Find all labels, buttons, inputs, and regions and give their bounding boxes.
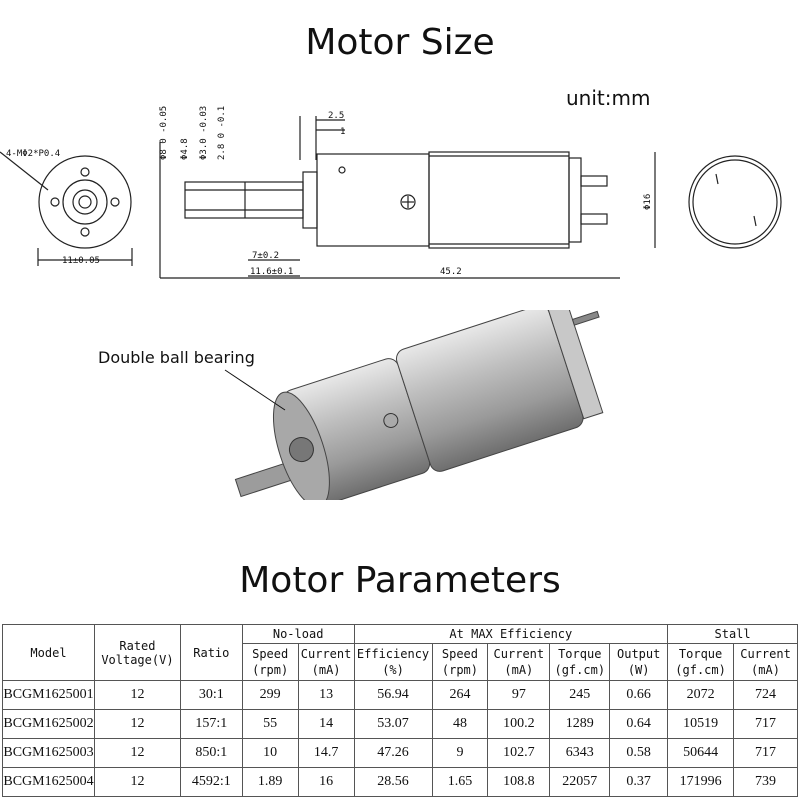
table-cell: 1.65 bbox=[431, 767, 489, 797]
dim-1: 1 bbox=[340, 127, 345, 137]
table-cell: 97 bbox=[487, 680, 551, 710]
table-cell: 12 bbox=[93, 767, 181, 797]
header-rated-voltage: Rated Voltage(V) bbox=[93, 624, 181, 681]
table-cell: 13 bbox=[297, 680, 355, 710]
table-cell: 108.8 bbox=[487, 767, 551, 797]
parameters-table: Model Rated Voltage(V) Ratio No-load At … bbox=[2, 624, 798, 797]
header-no-load: No-load bbox=[241, 624, 355, 644]
header-model: Model bbox=[2, 624, 95, 681]
table-cell: 6343 bbox=[549, 738, 611, 768]
header-max-efficiency: At MAX Efficiency bbox=[353, 624, 669, 644]
table-cell: 0.64 bbox=[609, 709, 669, 739]
table-cell: 55 bbox=[241, 709, 299, 739]
table-cell: 0.58 bbox=[609, 738, 669, 768]
end-view-outer bbox=[38, 155, 132, 249]
bearing-label: Double ball bearing bbox=[98, 348, 255, 367]
table-cell: 30:1 bbox=[179, 680, 243, 710]
dim-7: 7±0.2 bbox=[252, 251, 279, 261]
dia-2-8: 2.8 0 -0.1 bbox=[217, 106, 227, 160]
table-cell: 16 bbox=[297, 767, 355, 797]
dia-4-8: Φ4.8 bbox=[180, 138, 190, 160]
header-stall: Stall bbox=[667, 624, 798, 644]
table-cell: 50644 bbox=[667, 738, 735, 768]
dim-2-5: 2.5 bbox=[328, 111, 344, 121]
table-cell: 171996 bbox=[667, 767, 735, 797]
table-cell: 2072 bbox=[667, 680, 735, 710]
table-cell: 22057 bbox=[549, 767, 611, 797]
table-cell: 47.26 bbox=[353, 738, 433, 768]
table-cell: 12 bbox=[93, 680, 181, 710]
dim-11-6: 11.6±0.1 bbox=[250, 267, 293, 277]
unit-label: unit:mm bbox=[566, 86, 651, 110]
table-cell: 28.56 bbox=[353, 767, 433, 797]
motor-photo bbox=[224, 310, 604, 500]
table-cell: 739 bbox=[733, 767, 798, 797]
dia-8: Φ8 0 -0.05 bbox=[159, 106, 169, 160]
table-cell: BCGM1625001 bbox=[2, 680, 95, 710]
header-me-current: Current(mA) bbox=[487, 643, 551, 681]
table-cell: 56.94 bbox=[353, 680, 433, 710]
table-cell: 850:1 bbox=[179, 738, 243, 768]
table-cell: BCGM1625002 bbox=[2, 709, 95, 739]
table-cell: BCGM1625003 bbox=[2, 738, 95, 768]
motor-size-title: Motor Size bbox=[305, 22, 495, 63]
table-cell: 724 bbox=[733, 680, 798, 710]
table-cell: 14.7 bbox=[297, 738, 355, 768]
header-me-speed: Speed(rpm) bbox=[431, 643, 489, 681]
table-cell: 9 bbox=[431, 738, 489, 768]
dia-3: Φ3.0 -0.03 bbox=[199, 106, 209, 160]
rear-view-outer bbox=[688, 155, 782, 249]
table-cell: 10519 bbox=[667, 709, 735, 739]
table-cell: 12 bbox=[93, 709, 181, 739]
table-cell: 48 bbox=[431, 709, 489, 739]
table-cell: 717 bbox=[733, 709, 798, 739]
table-cell: 0.37 bbox=[609, 767, 669, 797]
header-ratio: Ratio bbox=[179, 624, 243, 681]
table-cell: 100.2 bbox=[487, 709, 551, 739]
end-label: 4-MΦ2*P0.4 bbox=[6, 149, 60, 159]
table-cell: 14 bbox=[297, 709, 355, 739]
table-cell: 157:1 bbox=[179, 709, 243, 739]
table-cell: 245 bbox=[549, 680, 611, 710]
header-nl-current: Current(mA) bbox=[297, 643, 355, 681]
header-st-torque: Torque(gf.cm) bbox=[667, 643, 735, 681]
table-cell: BCGM1625004 bbox=[2, 767, 95, 797]
table-cell: 53.07 bbox=[353, 709, 433, 739]
header-st-current: Current(mA) bbox=[733, 643, 798, 681]
dim-45-2: 45.2 bbox=[440, 267, 462, 277]
table-cell: 1289 bbox=[549, 709, 611, 739]
motor-parameters-title: Motor Parameters bbox=[239, 560, 561, 601]
header-me-output: Output(W) bbox=[609, 643, 669, 681]
table-cell: 264 bbox=[431, 680, 489, 710]
table-cell: 10 bbox=[241, 738, 299, 768]
dia-16: Φ16 bbox=[643, 194, 653, 210]
header-me-torque: Torque(gf.cm) bbox=[549, 643, 611, 681]
table-cell: 0.66 bbox=[609, 680, 669, 710]
table-cell: 717 bbox=[733, 738, 798, 768]
table-cell: 12 bbox=[93, 738, 181, 768]
table-cell: 299 bbox=[241, 680, 299, 710]
header-nl-speed: Speed(rpm) bbox=[241, 643, 299, 681]
table-cell: 1.89 bbox=[241, 767, 299, 797]
technical-drawing: 4-MΦ2*P0.4 11±0.05 Φ8 0 -0.05 Φ4.8 Φ3.0 … bbox=[0, 106, 782, 279]
table-cell: 4592:1 bbox=[179, 767, 243, 797]
table-cell: 102.7 bbox=[487, 738, 551, 768]
header-me-efficiency: Efficiency(%) bbox=[353, 643, 433, 681]
end-width: 11±0.05 bbox=[62, 256, 100, 266]
